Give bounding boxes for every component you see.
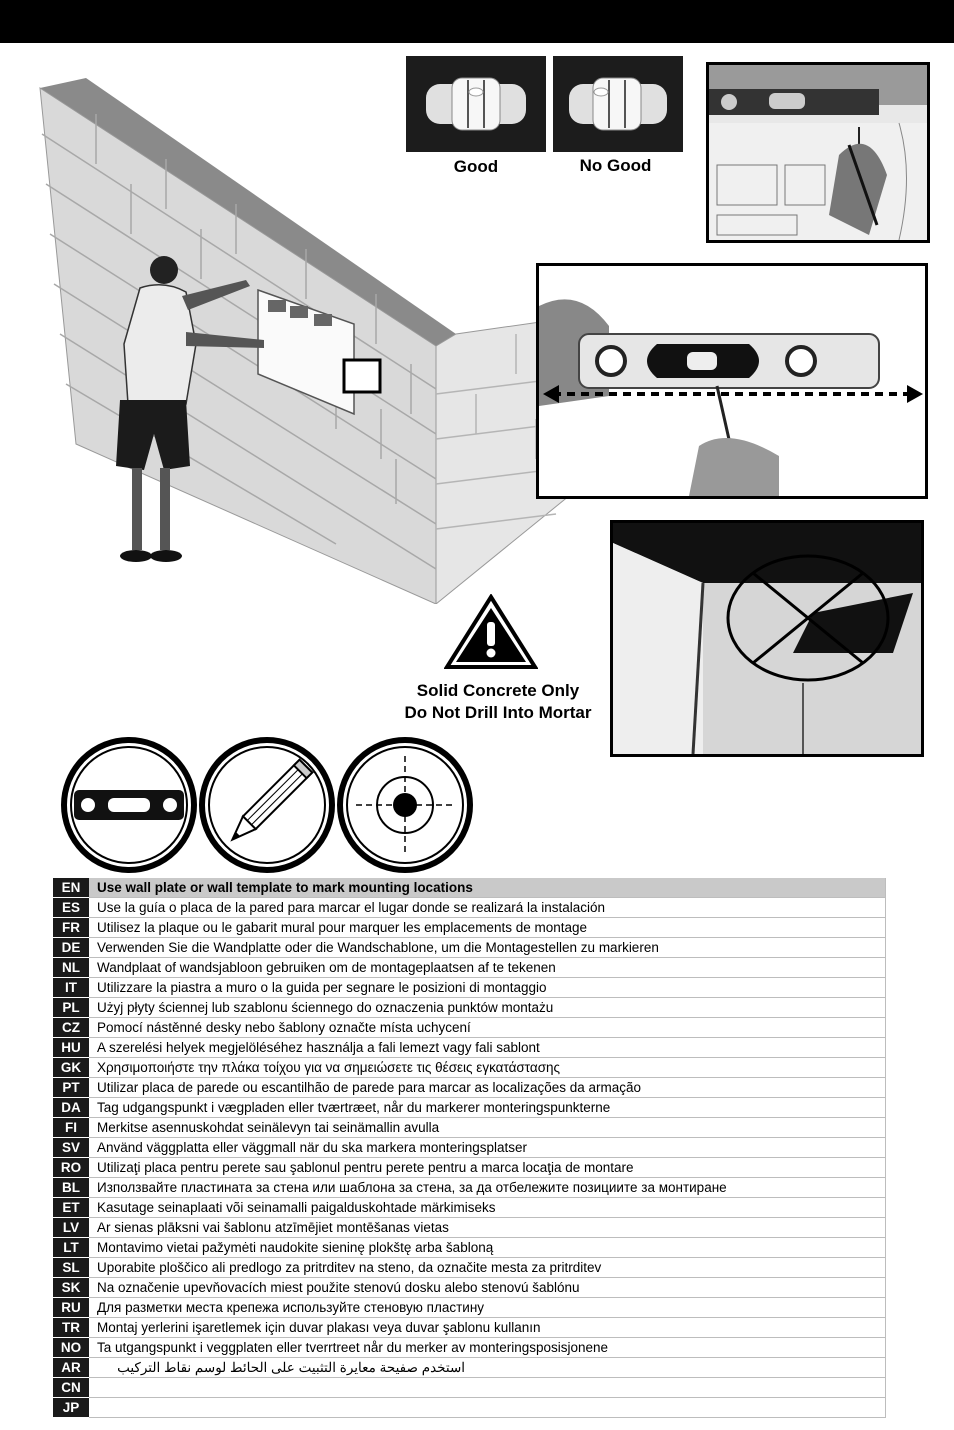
language-code: FI bbox=[53, 1117, 89, 1138]
language-code: AR bbox=[53, 1357, 89, 1378]
language-code: JP bbox=[53, 1397, 89, 1418]
instruction-text: Pomocí nástěnné desky nebo šablony označ… bbox=[89, 1017, 886, 1038]
instruction-text: Use wall plate or wall template to mark … bbox=[89, 878, 886, 898]
good-label: Good bbox=[453, 157, 499, 176]
wall-installation-illustration bbox=[39, 78, 596, 604]
language-code: PL bbox=[53, 997, 89, 1018]
instruction-text: Wandplaat of wandsjabloon gebruiken om d… bbox=[89, 957, 886, 978]
no-good-level-image bbox=[553, 56, 683, 152]
instruction-text: Merkitse asennuskohdat seinälevyn tai se… bbox=[89, 1117, 886, 1138]
instruction-text: Uporabite ploščico ali predlogo za pritr… bbox=[89, 1257, 886, 1278]
mortar-no-drill-photo bbox=[610, 520, 924, 757]
language-code: RO bbox=[53, 1157, 89, 1178]
no-good-label: No Good bbox=[579, 156, 652, 175]
good-level-image bbox=[406, 56, 546, 152]
instruction-text: Utilizaţi placa pentru perete sau şablon… bbox=[89, 1157, 886, 1178]
language-code: FR bbox=[53, 917, 89, 938]
instruction-text: استخدم صفيحة معايرة التثبيت على الحائط ل… bbox=[89, 1357, 886, 1378]
instruction-text: Use la guía o placa de la pared para mar… bbox=[89, 897, 886, 918]
language-code: TR bbox=[53, 1317, 89, 1338]
language-code: ET bbox=[53, 1197, 89, 1218]
language-code: DA bbox=[53, 1097, 89, 1118]
language-row-jp: JP bbox=[53, 1397, 886, 1418]
language-code: IT bbox=[53, 977, 89, 998]
language-code: NL bbox=[53, 957, 89, 978]
language-code: EN bbox=[53, 878, 89, 898]
instruction-text: Kasutage seinaplaati või seinamalli paig… bbox=[89, 1197, 886, 1218]
warning-triangle-icon bbox=[444, 594, 538, 669]
level-marking-photo bbox=[536, 263, 928, 499]
instruction-text: Utilizar placa de parede ou escantilhão … bbox=[89, 1077, 886, 1098]
instruction-text: Użyj płyty ściennej lub szablonu ścienne… bbox=[89, 997, 886, 1018]
header-bar bbox=[0, 0, 954, 43]
language-code: ES bbox=[53, 897, 89, 918]
instruction-text bbox=[89, 1377, 886, 1398]
marking-template-photo bbox=[706, 62, 930, 243]
warning-line-1: Solid Concrete Only bbox=[416, 681, 580, 700]
instruction-text bbox=[89, 1397, 886, 1418]
instruction-text: Utilisez la plaque ou le gabarit mural p… bbox=[89, 917, 886, 938]
language-code: SL bbox=[53, 1257, 89, 1278]
language-code: PT bbox=[53, 1077, 89, 1098]
language-code: SK bbox=[53, 1277, 89, 1298]
language-code: HU bbox=[53, 1037, 89, 1058]
instruction-text: Tag udgangspunkt i vægpladen eller tvært… bbox=[89, 1097, 886, 1118]
target-crosshair-icon bbox=[337, 737, 473, 873]
instruction-text: Ta utgangspunkt i veggplaten eller tverr… bbox=[89, 1337, 886, 1358]
language-code: CZ bbox=[53, 1017, 89, 1038]
instruction-text: Χρησιμοποιήστε την πλάκα τοίχου για να σ… bbox=[89, 1057, 886, 1078]
instruction-text: Utilizzare la piastra a muro o la guida … bbox=[89, 977, 886, 998]
language-code: NO bbox=[53, 1337, 89, 1358]
instruction-text: Montaj yerlerini işaretlemek için duvar … bbox=[89, 1317, 886, 1338]
warning-line-2: Do Not Drill Into Mortar bbox=[404, 703, 592, 722]
language-code: RU bbox=[53, 1297, 89, 1318]
language-code: BL bbox=[53, 1177, 89, 1198]
instruction-text: Na označenie upevňovacích miest použite … bbox=[89, 1277, 886, 1298]
instruction-text: Montavimo vietai pažymėti naudokite sien… bbox=[89, 1237, 886, 1258]
instruction-text: Ar sienas plāksni vai šablonu atzīmējiet… bbox=[89, 1217, 886, 1238]
language-code: GK bbox=[53, 1057, 89, 1078]
instruction-text: Verwenden Sie die Wandplatte oder die Wa… bbox=[89, 937, 886, 958]
instruction-text: Använd väggplatta eller väggmall när du … bbox=[89, 1137, 886, 1158]
language-code: LT bbox=[53, 1237, 89, 1258]
level-icon bbox=[61, 737, 197, 873]
language-code: CN bbox=[53, 1377, 89, 1398]
warning-text: Solid Concrete Only Do Not Drill Into Mo… bbox=[378, 680, 618, 724]
instruction-text: Для разметки места крепежа используйте с… bbox=[89, 1297, 886, 1318]
language-code: DE bbox=[53, 937, 89, 958]
language-row-cn: CN bbox=[53, 1377, 886, 1398]
language-code: SV bbox=[53, 1137, 89, 1158]
language-code: LV bbox=[53, 1217, 89, 1238]
instruction-text: Използвайте пластината за стена или шабл… bbox=[89, 1177, 886, 1198]
instruction-text: A szerelési helyek megjelöléséhez haszná… bbox=[89, 1037, 886, 1058]
pencil-icon bbox=[199, 737, 335, 873]
